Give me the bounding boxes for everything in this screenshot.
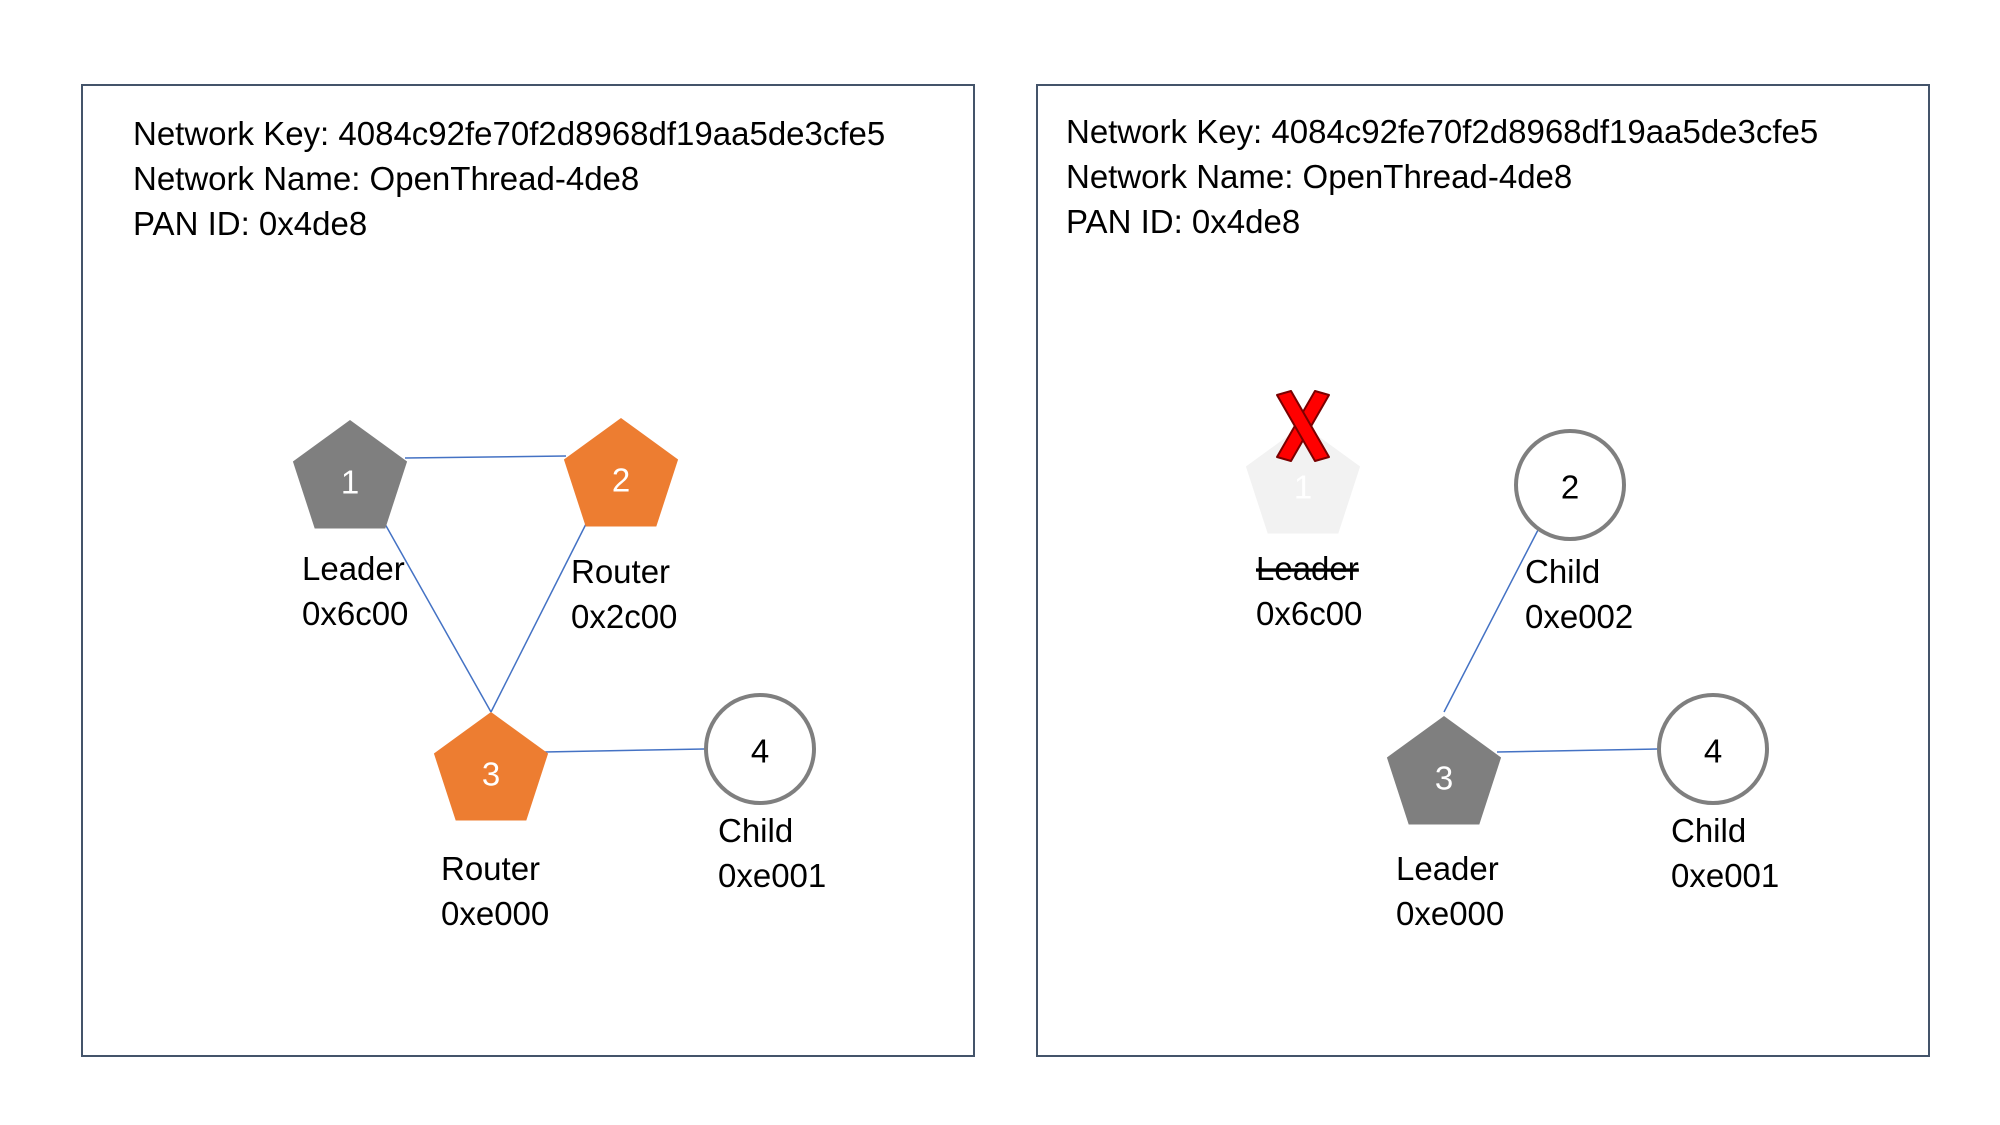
network-panel-before: Network Key: 4084c92fe70f2d8968df19aa5de… <box>81 84 975 1057</box>
failed-pentagon-icon <box>1245 425 1361 534</box>
x-mark-icon <box>1276 390 1330 462</box>
child-circle-icon <box>704 693 816 805</box>
node-rloc-text: 0xe001 <box>1671 857 1779 894</box>
network-info: Network Key: 4084c92fe70f2d8968df19aa5de… <box>133 111 885 246</box>
node-id-text: 2 <box>612 462 630 499</box>
node-role-text: Router <box>571 553 670 590</box>
node-rloc-text: 0x2c00 <box>571 598 677 635</box>
node-rloc-text: 0xe001 <box>718 857 826 894</box>
link-2-3 <box>1443 529 1539 713</box>
node-role-text: Child <box>1671 812 1746 849</box>
child-circle-icon <box>1657 693 1769 805</box>
node-rloc-text: 0xe000 <box>1396 895 1504 932</box>
node-role-text: Leader <box>302 550 405 587</box>
node-rloc-text: 0xe000 <box>441 895 549 932</box>
network-key-text: Network Key: 4084c92fe70f2d8968df19aa5de… <box>133 115 886 152</box>
node-role-text: Leader <box>1396 850 1499 887</box>
network-name-text: Network Name: OpenThread-4de8 <box>1066 158 1573 195</box>
node-role-text: Child <box>718 812 793 849</box>
link-1-2 <box>404 455 567 459</box>
pan-id-text: PAN ID: 0x4de8 <box>1066 203 1301 240</box>
link-1-3 <box>384 523 492 713</box>
link-3-4 <box>543 748 705 753</box>
node-role-text: Child <box>1525 553 1600 590</box>
network-info: Network Key: 4084c92fe70f2d8968df19aa5de… <box>1066 109 1818 244</box>
node-rloc-text: 0x6c00 <box>1256 595 1362 632</box>
network-key-text: Network Key: 4084c92fe70f2d8968df19aa5de… <box>1066 113 1819 150</box>
network-name-text: Network Name: OpenThread-4de8 <box>133 160 640 197</box>
link-2-3 <box>490 523 587 713</box>
node-id-text: 4 <box>1704 733 1722 770</box>
node-rloc-text: 0xe002 <box>1525 598 1633 635</box>
leader-pentagon-icon <box>1386 716 1502 825</box>
panel-0-topology: 1Leader0x6c002Router0x2c003Router0xe0004… <box>292 418 826 932</box>
node-id-text: 2 <box>1561 469 1579 506</box>
panel-1-topology: 1Leader0x6c002Child0xe0023Leader0xe0004C… <box>1245 390 1779 932</box>
node-rloc-text: 0x6c00 <box>302 595 408 632</box>
node-id-text: 4 <box>751 733 769 770</box>
node-role-text: Leader <box>1256 550 1359 587</box>
network-panel-after: Network Key: 4084c92fe70f2d8968df19aa5de… <box>1036 84 1930 1057</box>
node-id-text: 3 <box>1435 760 1453 797</box>
link-3-4 <box>1496 748 1658 753</box>
node-id-text: 3 <box>482 756 500 793</box>
child-circle-icon <box>1514 429 1626 541</box>
node-id-text: 1 <box>341 464 359 501</box>
node-id-text: 1 <box>1294 469 1312 506</box>
pan-id-text: PAN ID: 0x4de8 <box>133 205 368 242</box>
router-pentagon-icon <box>563 418 679 527</box>
router-pentagon-icon <box>433 712 549 821</box>
leader-pentagon-icon <box>292 420 408 529</box>
node-role-text: Router <box>441 850 540 887</box>
